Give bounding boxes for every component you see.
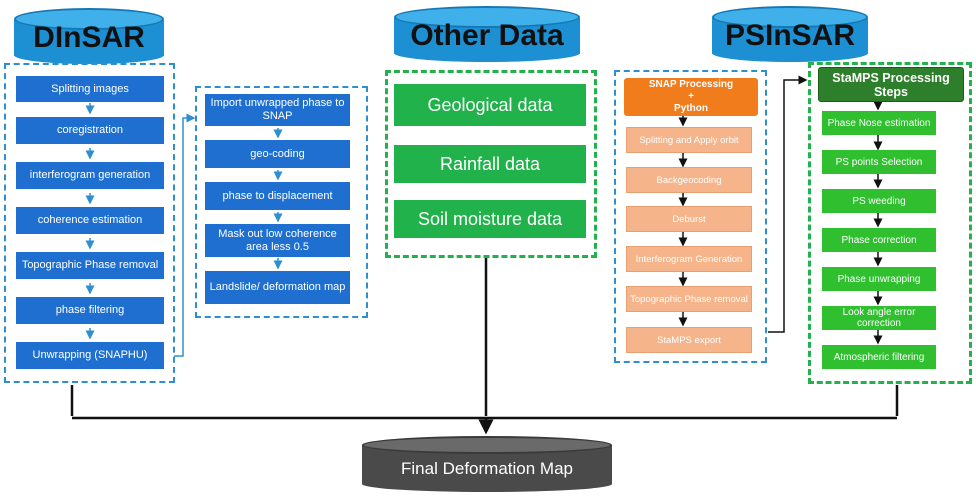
snap-python-title: SNAP Processing + Python [624, 78, 758, 116]
final-map-cylinder: Final Deformation Map [362, 436, 612, 492]
snap-python-step-5: Topographic Phase removal [626, 286, 752, 312]
dinsar-step-5: Topographic Phase removal [16, 252, 164, 279]
dinsar-header-cylinder: DInSAR [14, 8, 164, 64]
dinsar-step-4: coherence estimation [16, 207, 164, 234]
rainfall-data-box: Rainfall data [394, 145, 586, 183]
snap-python-step-3: Deburst [626, 206, 752, 232]
other-data-header-label: Other Data [410, 19, 564, 52]
snap-python-title-line1: SNAP Processing [648, 79, 734, 90]
dinsar-step-7: Unwrapping (SNAPHU) [16, 342, 164, 369]
final-map-label: Final Deformation Map [401, 459, 573, 478]
soil-moisture-data-box: Soil moisture data [394, 200, 586, 238]
dinsar-step-3: interferogram generation [16, 162, 164, 189]
snap-python-step-1: Splitting and Apply orbit [626, 127, 752, 153]
dinsar-step-6: phase filtering [16, 297, 164, 324]
stamps-step-2: PS points Selection [822, 150, 936, 174]
stamps-step-1: Phase Nose estimation [822, 111, 936, 135]
snap-step-1: Import unwrapped phase to SNAP [205, 94, 350, 126]
snap-container [195, 86, 368, 318]
snap-step-2: geo-coding [205, 140, 350, 168]
dinsar-step-1: Splitting images [16, 76, 164, 102]
dinsar-container [4, 63, 175, 383]
snap-step-5: Landslide/ deformation map [205, 271, 350, 304]
snap-python-container [614, 70, 767, 363]
snap-python-title-line2: + [688, 91, 694, 102]
snap-python-step-4: Interferogram Generation [626, 246, 752, 272]
stamps-step-3: PS weeding [822, 189, 936, 213]
other-data-header-cylinder: Other Data [394, 6, 580, 62]
snap-python-title-line3: Python [674, 103, 708, 114]
dinsar-step-2: coregistration [16, 117, 164, 144]
snap-step-4: Mask out low coherence area less 0.5 [205, 224, 350, 257]
stamps-step-6: Look angle error correction [822, 306, 936, 330]
psinsar-header-label: PSInSAR [724, 19, 856, 52]
geological-data-box: Geological data [394, 84, 586, 126]
stamps-container [808, 62, 972, 384]
stamps-step-7: Atmospheric filtering [822, 345, 936, 369]
snap-python-step-2: Backgeocoding [626, 167, 752, 193]
stamps-step-5: Phase unwrapping [822, 267, 936, 291]
stamps-step-4: Phase correction [822, 228, 936, 252]
other-data-container [385, 70, 597, 258]
dinsar-header-label: DInSAR [33, 21, 145, 54]
snap-step-3: phase to displacement [205, 182, 350, 210]
stamps-title: StaMPS Processing Steps [818, 67, 964, 102]
psinsar-header-cylinder: PSInSAR [712, 6, 868, 62]
snap-python-step-6: StaMPS export [626, 327, 752, 353]
